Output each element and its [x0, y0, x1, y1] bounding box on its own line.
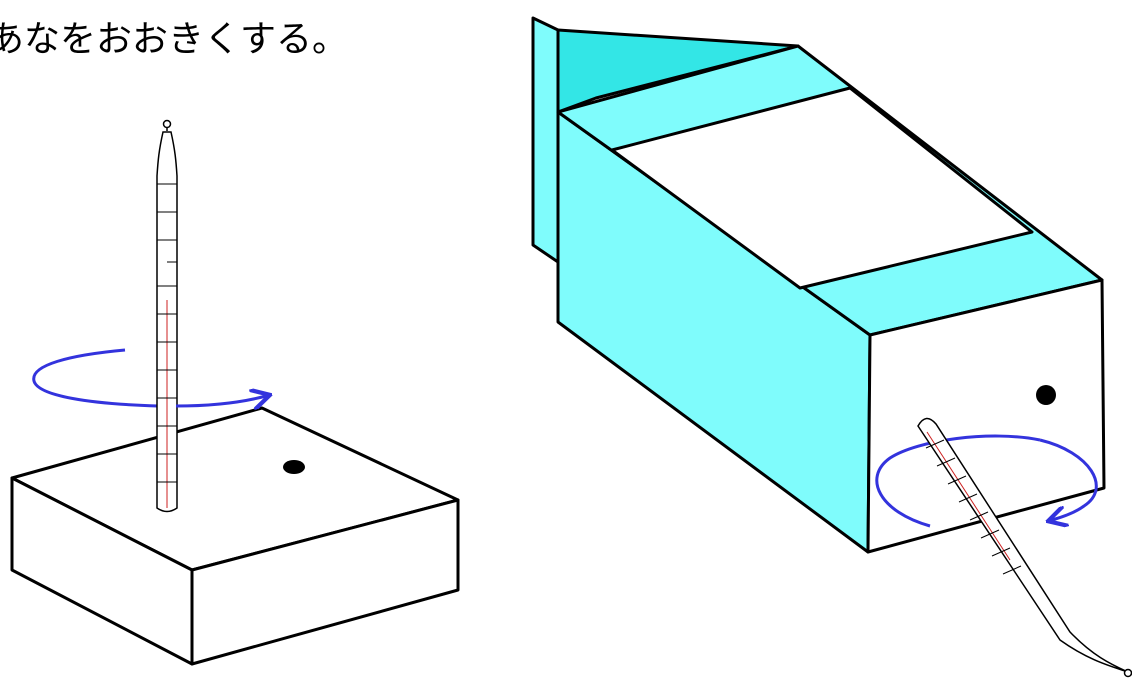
right-awl-tip-ring	[1123, 668, 1132, 678]
left-awl-tip-ring	[162, 119, 172, 129]
left-box-hole-dot	[283, 460, 305, 474]
right-awl-scale-ticks	[925, 439, 1022, 575]
carton-top-label	[610, 86, 1034, 290]
carton-gable-flap	[531, 16, 560, 264]
carton-gable-triangle	[556, 28, 800, 114]
left-rotation-arrow-front	[175, 396, 266, 406]
carton-hole-dot	[1036, 385, 1056, 405]
carton-end-face	[866, 278, 1106, 554]
left-box	[10, 406, 460, 666]
right-rotation-arrow-front	[1039, 438, 1098, 520]
right-awl-body	[917, 417, 1129, 673]
left-box-side-face	[190, 498, 460, 666]
left-awl	[156, 119, 178, 513]
right-rotation-arrow-back	[875, 434, 1041, 528]
left-rotation-arrow-back	[32, 348, 159, 408]
right-carton	[531, 16, 1106, 554]
right-awl-scale-line	[926, 431, 1011, 561]
left-awl-scale-ticks	[157, 183, 177, 483]
instruction-caption: あなをおおきくする。	[0, 19, 349, 60]
